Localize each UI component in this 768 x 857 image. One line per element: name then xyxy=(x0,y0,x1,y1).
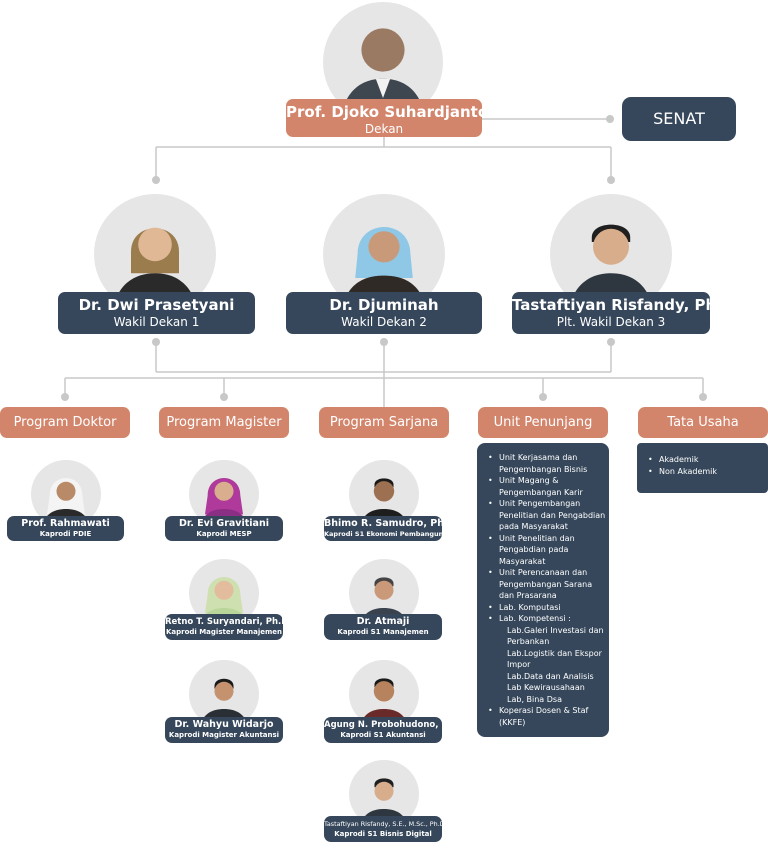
person-role: Kaprodi S1 Manajemen xyxy=(324,628,442,637)
kaprodi-mm-box: Retno T. Suryandari, Ph.D Kaprodi Magist… xyxy=(165,614,283,640)
category-label: Program Doktor xyxy=(14,415,117,430)
kaprodi-pdie-box: Prof. Rahmawati Kaprodi PDIE xyxy=(7,516,124,541)
person-role: Kaprodi PDIE xyxy=(7,530,124,539)
vice-dean-3-box: Tastaftiyan Risfandy, Ph.D Plt. Wakil De… xyxy=(512,292,710,334)
kaprodi-s1-ep-box: Bhimo R. Samudro, Ph.D Kaprodi S1 Ekonom… xyxy=(324,516,442,541)
kaprodi-s1-a-box: Agung N. Probohudono, Ph.D Kaprodi S1 Ak… xyxy=(324,717,442,743)
vice-dean-2-name: Dr. Djuminah xyxy=(286,292,482,315)
category-label: Program Magister xyxy=(166,415,281,430)
list-subitem: Lab, Bina Dsa xyxy=(477,694,609,706)
person-name: Prof. Rahmawati xyxy=(7,516,124,530)
kaprodi-mesp-box: Dr. Evi Gravitiani Kaprodi MESP xyxy=(165,516,283,541)
category-label: Program Sarjana xyxy=(330,415,438,430)
list-subitem: Lab Kewirausahaan xyxy=(477,682,609,694)
list-item: Akademik xyxy=(637,454,768,466)
person-role: Kaprodi Magister Akuntansi xyxy=(165,731,283,740)
dean-name: Prof. Djoko Suhardjanto xyxy=(286,99,482,122)
person-role: Kaprodi MESP xyxy=(165,530,283,539)
person-name: Agung N. Probohudono, Ph.D xyxy=(324,717,442,731)
list-item: Non Akademik xyxy=(637,466,768,478)
senat-box: SENAT xyxy=(622,97,736,141)
list-item: Koperasi Dosen & Staf(KKFE) xyxy=(477,705,609,728)
vice-dean-1-box: Dr. Dwi Prasetyani Wakil Dekan 1 xyxy=(58,292,255,334)
person-role: Kaprodi Magister Manajemen xyxy=(165,628,283,637)
vice-dean-2-box: Dr. Djuminah Wakil Dekan 2 xyxy=(286,292,482,334)
list-item: Lab. Kompetensi : xyxy=(477,613,609,625)
senat-label: SENAT xyxy=(622,97,736,141)
kaprodi-s1-m-box: Dr. Atmaji Kaprodi S1 Manajemen xyxy=(324,614,442,640)
kaprodi-ma-box: Dr. Wahyu Widarjo Kaprodi Magister Akunt… xyxy=(165,717,283,743)
vice-dean-1-role: Wakil Dekan 1 xyxy=(58,315,255,330)
person-role: Kaprodi S1 Bisnis Digital xyxy=(324,830,442,839)
vice-dean-2-role: Wakil Dekan 2 xyxy=(286,315,482,330)
person-name: Dr. Wahyu Widarjo xyxy=(165,717,283,731)
list-subitem: Lab.Data dan Analisis xyxy=(477,671,609,683)
vice-dean-3-role: Plt. Wakil Dekan 3 xyxy=(512,315,710,330)
person-role: Kaprodi S1 Akuntansi xyxy=(324,731,442,740)
dean-box: Prof. Djoko Suhardjanto Dekan xyxy=(286,99,482,137)
category-label: Unit Penunjang xyxy=(494,415,593,430)
person-name: Tastaftiyan Risfandy, S.E., M.Sc., Ph.D. xyxy=(324,816,442,830)
list-item: Lab. Komputasi xyxy=(477,602,609,614)
category-tata-usaha: Tata Usaha xyxy=(638,407,768,438)
category-program-magister: Program Magister xyxy=(159,407,289,438)
person-name: Dr. Evi Gravitiani xyxy=(165,516,283,530)
dean-role: Dekan xyxy=(286,122,482,137)
category-program-sarjana: Program Sarjana xyxy=(319,407,449,438)
tata-usaha-list: Akademik Non Akademik xyxy=(637,443,768,493)
vice-dean-1-name: Dr. Dwi Prasetyani xyxy=(58,292,255,315)
category-program-doktor: Program Doktor xyxy=(0,407,130,438)
person-role: Kaprodi S1 Ekonomi Pembangunan xyxy=(324,530,442,539)
kaprodi-s1-bd-box: Tastaftiyan Risfandy, S.E., M.Sc., Ph.D.… xyxy=(324,816,442,842)
list-item: Unit Magang &Pengembangan Karir xyxy=(477,475,609,498)
category-unit-penunjang: Unit Penunjang xyxy=(478,407,608,438)
person-name: Retno T. Suryandari, Ph.D xyxy=(165,614,283,628)
vice-dean-3-name: Tastaftiyan Risfandy, Ph.D xyxy=(512,292,710,315)
person-name: Dr. Atmaji xyxy=(324,614,442,628)
category-label: Tata Usaha xyxy=(667,415,738,430)
person-name: Bhimo R. Samudro, Ph.D xyxy=(324,516,442,530)
